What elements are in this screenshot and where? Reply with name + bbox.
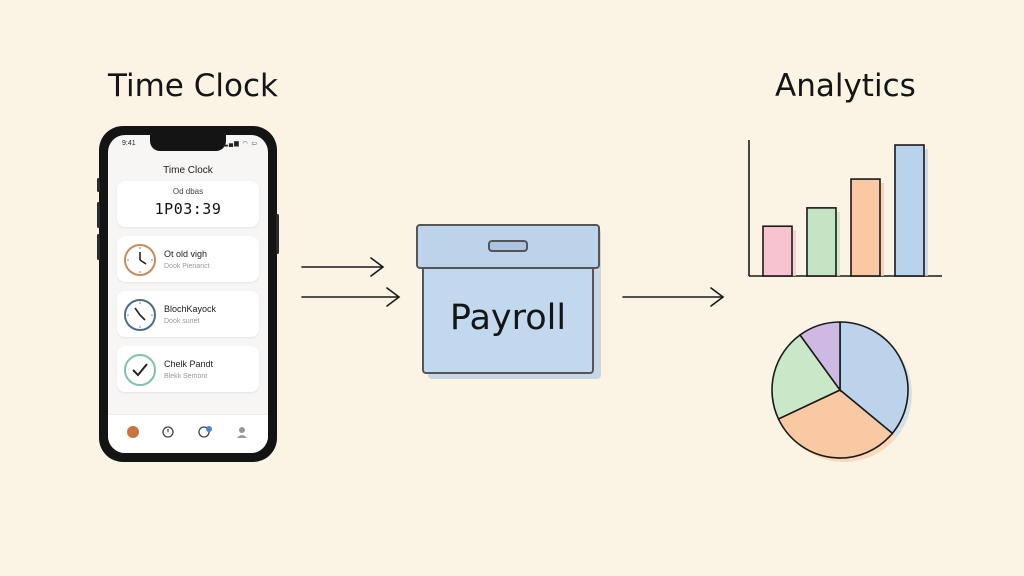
list-item[interactable]: BlochKayock Dook sunet — [117, 291, 259, 337]
clock-icon — [124, 299, 156, 331]
pie-slice — [777, 389, 894, 459]
phone-screen: 9:41 ▂▄▆ ◠ ▭ Time Clock Od dbas 1P03:39 … — [108, 135, 268, 453]
phone-power-button — [276, 214, 279, 254]
profile-tab-icon[interactable] — [235, 425, 249, 439]
check-icon — [124, 354, 156, 386]
payroll-box-lid — [416, 224, 600, 269]
phone-volume-button — [97, 202, 100, 228]
clock-label: Od dbas — [172, 187, 204, 196]
list-item[interactable]: Ot old vigh Dook Pienanct — [117, 236, 259, 282]
tab-bar — [108, 414, 268, 453]
entry-subtitle: Dook Pienanct — [164, 263, 210, 270]
phone-mockup: 9:41 ▂▄▆ ◠ ▭ Time Clock Od dbas 1P03:39 … — [97, 126, 279, 462]
phone-notch — [150, 135, 226, 151]
time-clock-title: Time Clock — [108, 68, 278, 104]
clock-card[interactable]: Od dbas 1P03:39 — [117, 181, 259, 227]
pie-slice — [839, 321, 909, 435]
pie-slice — [771, 333, 842, 421]
status-time: 9:41 — [122, 140, 136, 147]
clock-value: 1P03:39 — [154, 200, 222, 218]
clock-tab-icon[interactable] — [161, 425, 175, 439]
bar — [762, 225, 793, 277]
analytics-title: Analytics — [775, 68, 916, 104]
payroll-box: Payroll — [422, 268, 594, 374]
app-title: Time Clock — [163, 165, 213, 176]
box-handle — [488, 240, 528, 252]
bar — [894, 144, 925, 277]
home-tab-icon[interactable] — [126, 425, 140, 439]
phone-volume-button — [97, 234, 100, 260]
arrow-bottom — [301, 287, 401, 307]
phone-side-button — [97, 178, 100, 192]
arrow-top — [301, 257, 385, 277]
bar — [806, 207, 837, 277]
team-tab-icon[interactable] — [198, 425, 212, 439]
entry-title: Chelk Pandt — [164, 359, 214, 369]
entry-title: Ot old vigh — [164, 249, 208, 259]
arrow-to-analytics — [622, 287, 725, 307]
list-item[interactable]: Chelk Pandt Blekk Semont — [117, 346, 259, 392]
payroll-label: Payroll — [449, 298, 567, 338]
status-icons: ▂▄▆ ◠ ▭ — [223, 141, 258, 147]
entry-title: BlochKayock — [164, 304, 217, 314]
bar — [850, 178, 881, 277]
entry-subtitle: Blekk Semont — [164, 373, 208, 380]
entry-subtitle: Dook sunet — [164, 318, 200, 325]
pie-slice — [798, 321, 841, 393]
clock-icon — [124, 244, 156, 276]
